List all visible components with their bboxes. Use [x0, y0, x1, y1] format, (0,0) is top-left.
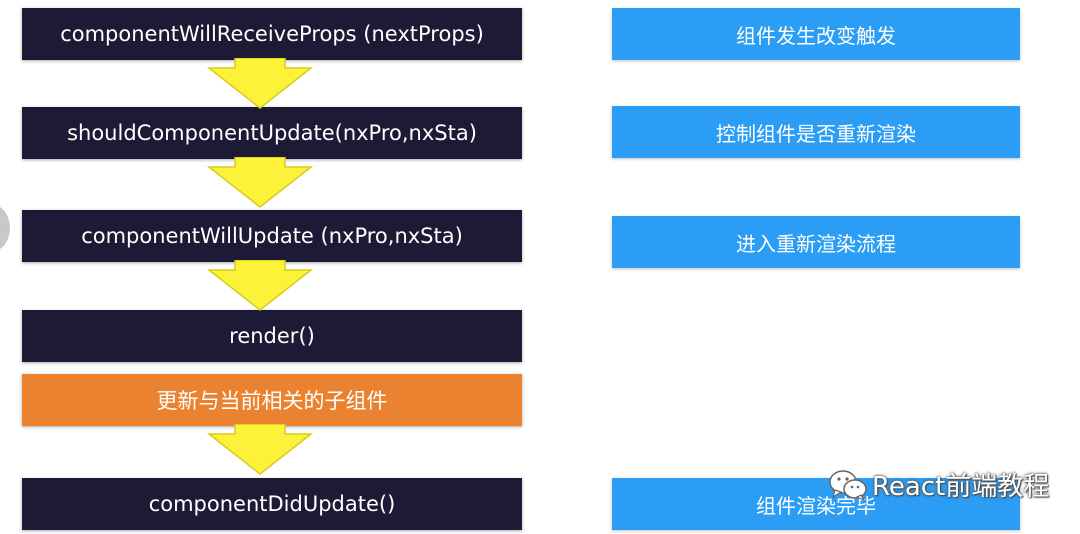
down-arrow-1 — [206, 58, 314, 109]
step-should-component-update: shouldComponentUpdate(nxPro,nxSta) — [22, 107, 522, 159]
partial-circle — [0, 204, 10, 252]
down-arrow-4 — [206, 424, 314, 475]
note-render-complete: 组件渲染完毕 — [612, 478, 1020, 530]
step-component-will-update: componentWillUpdate (nxPro,nxSta) — [22, 210, 522, 262]
step-component-did-update: componentDidUpdate() — [22, 478, 522, 530]
step-render: render() — [22, 310, 522, 362]
note-enter-rerender: 进入重新渲染流程 — [612, 216, 1020, 268]
note-control-rerender: 控制组件是否重新渲染 — [612, 106, 1020, 158]
watermark-text: React前端教程 — [872, 472, 1050, 502]
down-arrow-2 — [206, 157, 314, 208]
step-component-will-receive-props: componentWillReceiveProps (nextProps) — [22, 8, 522, 60]
note-component-changed: 组件发生改变触发 — [612, 8, 1020, 60]
watermark: React前端教程 — [828, 466, 1049, 503]
down-arrow-3 — [206, 260, 314, 311]
step-update-child-components: 更新与当前相关的子组件 — [22, 374, 522, 426]
wechat-icon — [829, 469, 867, 501]
